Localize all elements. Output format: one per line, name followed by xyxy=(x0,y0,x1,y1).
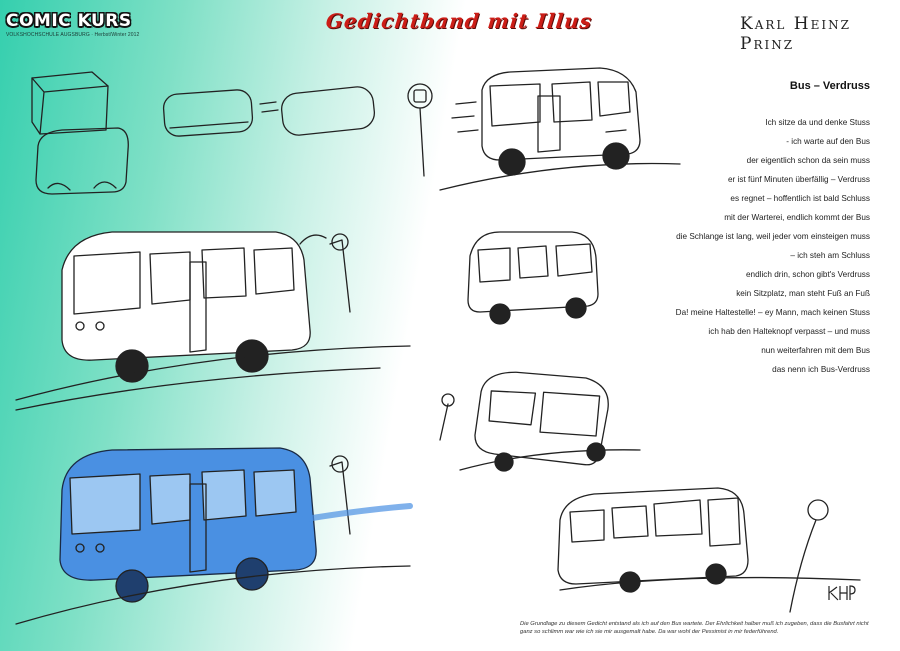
bus-illustration-white-large xyxy=(15,231,411,411)
poem-line: kein Sitzplatz, man steht Fuß an Fuß xyxy=(736,289,870,298)
brand-subtitle: VOLKSHOCHSCHULE AUGSBURG · Herbst/Winter… xyxy=(6,32,140,38)
construction-box-sketch xyxy=(31,71,109,135)
bus-stop-sign-top xyxy=(407,83,433,177)
construction-capsule-sketch-1 xyxy=(162,89,254,137)
poem-line: die Schlange ist lang, weil jeder vom ei… xyxy=(676,232,870,241)
poem: Bus – Verdruss Ich sitze da und denke St… xyxy=(570,80,870,379)
poem-line: Da! meine Haltestelle! – ey Mann, mach k… xyxy=(675,308,870,317)
construction-capsule-sketch-2 xyxy=(259,86,376,136)
bus-illustration-angry xyxy=(439,371,641,472)
brand-title: COMIC KURS xyxy=(6,11,132,31)
brand-logo: COMIC KURS VOLKSHOCHSCHULE AUGSBURG · He… xyxy=(6,11,146,38)
bus-illustration-small-right xyxy=(467,231,599,325)
poem-line: - ich warte auf den Bus xyxy=(786,137,870,146)
bus-illustration-blue xyxy=(15,447,413,625)
poem-line: das nenn ich Bus-Verdruss xyxy=(772,365,870,374)
poem-line: es regnet – hoffentlich ist bald Schluss xyxy=(730,194,870,203)
bus-illustration-interior xyxy=(557,487,861,613)
construction-bus-body-sketch xyxy=(35,127,129,195)
author-name: Karl Heinz Prinz xyxy=(740,14,851,54)
poem-line: er ist fünf Minuten überfällig – Verdrus… xyxy=(728,175,870,184)
poem-title: Bus – Verdruss xyxy=(789,80,870,92)
poem-line: mit der Warterei, endlich kommt der Bus xyxy=(724,213,870,222)
poem-line: – ich steh am Schluss xyxy=(790,251,870,260)
poem-line: ich hab den Halteknopf verpasst – und mu… xyxy=(708,327,870,336)
artist-signature xyxy=(828,585,856,601)
page-title: Gedichtband mit Illus xyxy=(324,9,594,33)
poem-line: Ich sitze da und denke Stuss xyxy=(765,118,870,127)
poem-line: endlich drin, schon gibt's Verdruss xyxy=(746,270,870,279)
bus-illustration-top xyxy=(439,67,681,191)
caption-note: Die Grundlage zu diesem Gedicht entstand… xyxy=(520,621,869,635)
poem-line: der eigentlich schon da sein muss xyxy=(746,156,870,165)
poem-line: nun weiterfahren mit dem Bus xyxy=(761,346,870,355)
